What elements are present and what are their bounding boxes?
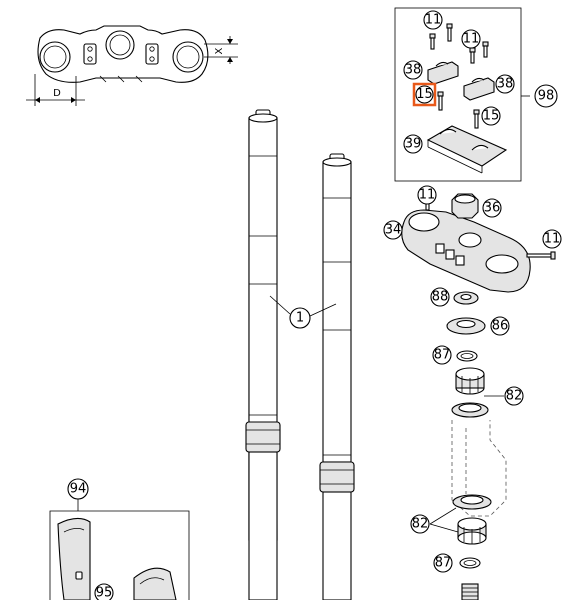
bolt-11-clamp-side [526, 251, 556, 260]
callout-label: 98 [538, 89, 555, 104]
triple-clamp-top-view [37, 25, 209, 83]
bolt-11-c [482, 41, 489, 58]
bolt-11-d [469, 47, 476, 64]
bearing-82-bottom: 82 [410, 494, 492, 545]
ring-87-bottom: 87 [433, 553, 481, 573]
fork-guard-right [133, 567, 177, 600]
callout-label: 95 [96, 586, 113, 600]
dimension-x-label: X [214, 47, 225, 54]
callout-1: 1 [269, 295, 337, 329]
callout-label: 82 [412, 517, 429, 532]
fork-leg-left [245, 109, 281, 600]
highlight-box [412, 82, 437, 107]
steering-nut-36: 36 [451, 193, 502, 219]
callout-label: 87 [434, 348, 451, 363]
dimension-x: X [204, 36, 238, 64]
callout-label: 34 [385, 223, 402, 238]
dimension-d-label: D [53, 88, 61, 99]
clamp-half-38-left [427, 61, 459, 85]
clamp-half-38-right [463, 77, 495, 101]
callout-label: 15 [416, 87, 433, 102]
ring-87-top: 87 [432, 345, 478, 365]
upper-triple-clamp-34: 11 34 11 [383, 185, 562, 293]
clamp-kit-box: 98 11 11 38 [394, 7, 558, 182]
fork-leg-right [319, 153, 355, 600]
bolt-11-b [429, 33, 436, 50]
washer-88: 88 [430, 287, 479, 307]
fork-guard-box: 94 95 [49, 478, 190, 600]
callout-label: 36 [484, 201, 501, 216]
seal-86: 86 [446, 316, 510, 336]
callout-label: 15 [483, 109, 500, 124]
callout-label: 11 [425, 13, 442, 28]
threaded-stem [461, 583, 479, 600]
callout-label: 82 [506, 389, 523, 404]
callout-label: 88 [432, 290, 449, 305]
callout-label: 1 [296, 311, 304, 326]
clamp-plate-39 [426, 125, 508, 174]
fork-guard-left [57, 517, 91, 600]
callout-label: 38 [405, 63, 422, 78]
bolt-11-a [446, 23, 453, 42]
dimension-d: D [26, 74, 85, 106]
callout-label: 86 [492, 319, 509, 334]
bearing-82-top: 82 [451, 367, 524, 418]
callout-label: 11 [463, 32, 480, 47]
bolt-15-b [473, 109, 480, 129]
bolt-15-a [437, 91, 444, 111]
callout-label: 11 [544, 232, 561, 247]
callout-label: 11 [419, 188, 436, 203]
callout-label: 94 [70, 482, 87, 497]
callout-label: 38 [497, 77, 514, 92]
callout-label: 87 [435, 556, 452, 571]
callout-label: 39 [405, 137, 422, 152]
